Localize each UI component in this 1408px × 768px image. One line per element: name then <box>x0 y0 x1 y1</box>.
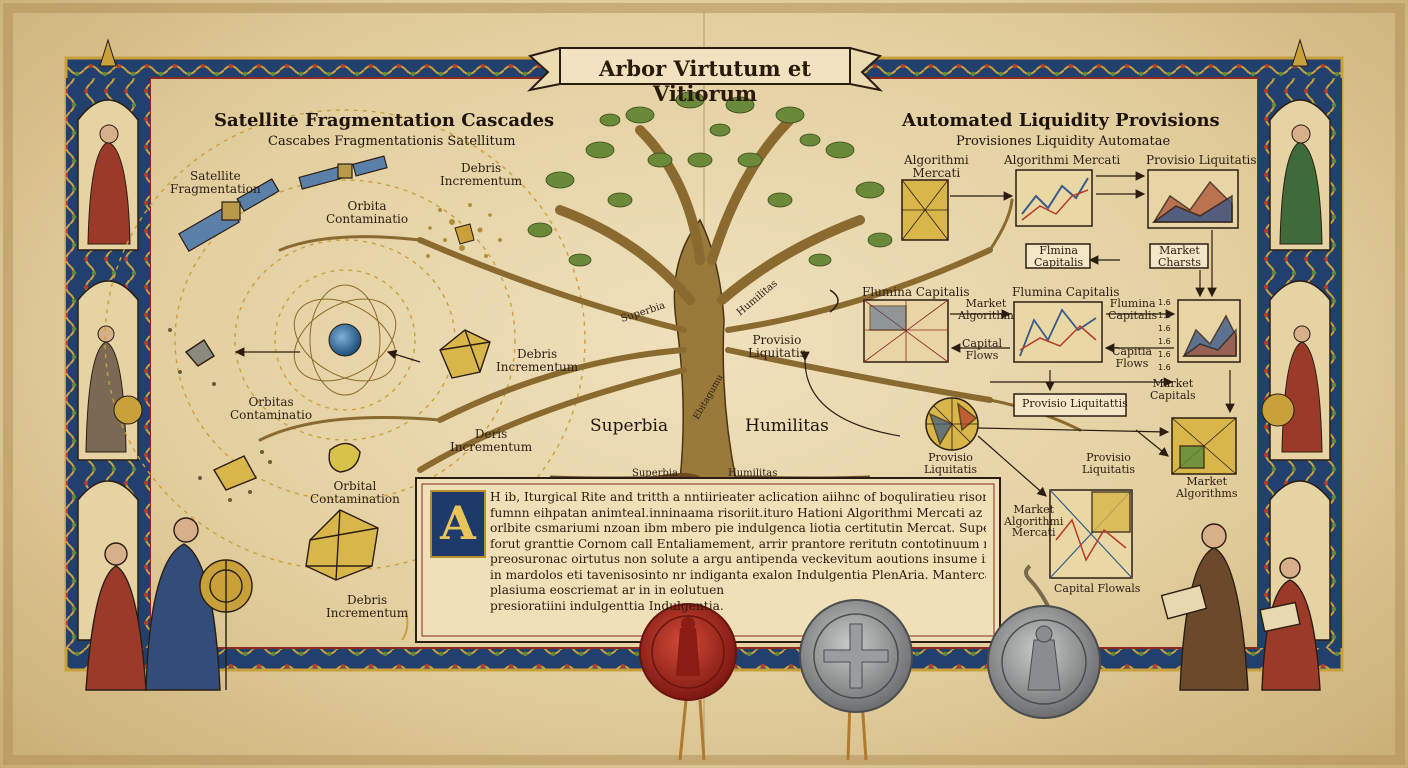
wax-seals <box>639 564 1101 761</box>
label-flumina-capitalis-3: Flumina Capitalis <box>1108 297 1158 322</box>
label-flumina-capitalis-box: Flmina Capitalis <box>1034 244 1084 269</box>
label-algorithmi-mercati-2: Algorithmi Mercati <box>1004 153 1121 167</box>
illuminated-dropcap: A <box>430 490 486 558</box>
label-capitia-flows: Capitia Flows <box>1112 345 1153 370</box>
tree-of-virtues <box>258 91 1082 485</box>
label-market-algorithms: Market Algorithms <box>1176 475 1238 500</box>
root-label-superbia: Superbia <box>632 468 678 479</box>
debris-cloud <box>426 203 502 264</box>
page-title: Arbor Virtutum et Vitiorum <box>599 56 811 106</box>
label-provisio-liquitatis-a: Provisio Liquitatis <box>924 451 978 476</box>
label-flumina-capitalis-1: Flumina Capitalis <box>862 285 970 299</box>
monks-bottom-left <box>85 517 253 691</box>
label-capital-flows: Capital Flows <box>962 337 1003 362</box>
label-provisio-liquitattis-box: Provisio Liquitattis <box>1022 397 1128 410</box>
text-line: plasiuma eoscriemat ar in in eolutuen <box>490 583 725 597</box>
label-market-algorithm: Market Algorithm <box>958 297 1014 322</box>
label-orbital-contamination: Orbital Contamination <box>310 479 400 506</box>
liturgical-text: H ib, Iturgical Rite and tritth a nntiir… <box>490 490 986 614</box>
label-provisio-liquitatis-left: Provisio Liquitatis <box>748 333 806 360</box>
label-market-capitals: Market Capitals <box>1150 377 1196 402</box>
left-heading: Satellite Fragmentation Cascades <box>214 110 555 131</box>
label-debris-incrementum-bottom: Debris Incrementum <box>326 593 409 620</box>
label-deris-incrementum: Deris Incrementum <box>450 427 533 454</box>
text-line: presioratiini indulgenttia Indulgentia. <box>490 598 724 613</box>
label-market-algorithmi-mercati: Market Algorithmi Mercati <box>1004 503 1064 540</box>
label-provisio-liquitatis-top: Provisio Liquitatis <box>1146 153 1257 167</box>
label-debris-incrementum-top: Debris Incrementum <box>440 161 523 188</box>
label-satellite-fragmentation: Satellite Fragmentation <box>170 169 261 196</box>
label-capital-flowals: Capital Flowals <box>1054 582 1141 595</box>
chart-tick-labels: 1.6 1.6 1.6 1.6 1.6 1.6 <box>1158 298 1171 372</box>
label-superbia: Superbia <box>590 416 669 436</box>
satellite-icon <box>178 155 388 252</box>
left-subheading: Cascabes Fragmentationis Satellitum <box>268 134 516 149</box>
right-heading: Automated Liquidity Provisions <box>902 110 1220 131</box>
text-line: forut granttie Cornom call Entaliamement… <box>490 536 986 551</box>
label-orbitas-contaminatio: Orbitas Contaminatio <box>230 395 313 422</box>
label-debris-incrementum-mid: Debris Incrementum <box>496 347 579 374</box>
title-banner <box>526 47 884 92</box>
text-line: preosuronac oirtutus non solute a argu a… <box>490 552 986 566</box>
text-line: orlbite csmariumi nzoan ibm mbero pie in… <box>490 521 986 535</box>
label-flumina-capitalis-2: Flumina Capitalis <box>1012 285 1120 299</box>
right-subheading: Provisiones Liquidity Automatae <box>956 134 1171 149</box>
chart-boxes <box>863 169 1241 579</box>
text-line: in mardolos eti tavenisosinto nr indigan… <box>490 567 986 582</box>
crystal-shapes <box>184 329 491 581</box>
liturgical-text-block: A H ib, Iturgical Rite and tritth a nnti… <box>420 482 996 638</box>
text-line: H ib, Iturgical Rite and tritth a nntiir… <box>490 490 986 504</box>
root-label-humilitas: Humilitas <box>728 468 777 479</box>
label-orbita-contaminatio: Orbita Contaminatio <box>326 199 409 226</box>
label-market-charsts: Market Charsts <box>1158 244 1202 269</box>
right-gothic-column <box>1258 38 1342 648</box>
monks-bottom-right <box>1160 523 1321 691</box>
label-humilitas: Humilitas <box>745 416 829 436</box>
earth-icon <box>328 323 362 357</box>
text-line: fumnn eihpatan animteal.inninaama risori… <box>490 505 986 520</box>
label-algorithmi-mercati-1: Algorithmi Mercati <box>904 153 969 180</box>
label-provisio-liquitatis-b: Provisio Liquitatis <box>1082 451 1136 476</box>
